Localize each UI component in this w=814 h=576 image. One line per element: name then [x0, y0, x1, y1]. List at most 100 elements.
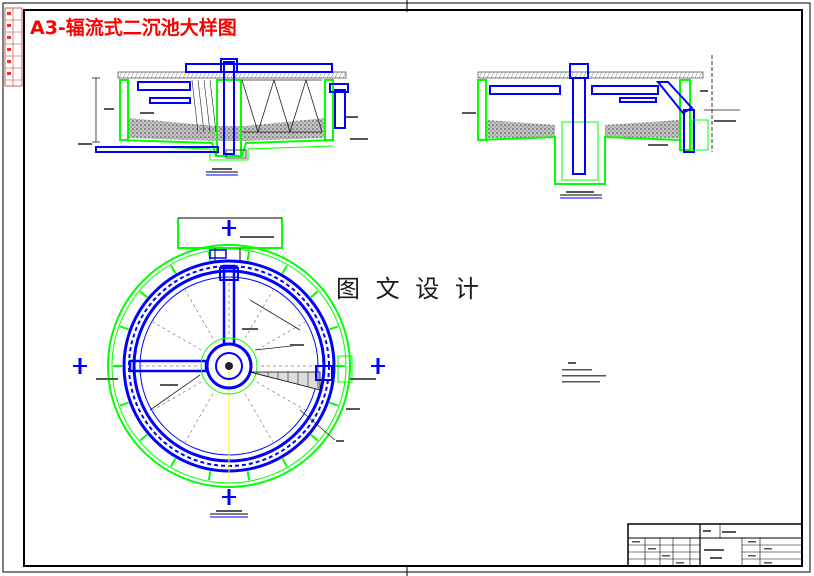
effluent-pipe-vertical	[683, 109, 695, 153]
hatch-line	[498, 71, 503, 79]
sludge-outlet-pipe	[95, 146, 219, 153]
sludge-layer-left	[486, 120, 555, 138]
walkway-band	[477, 71, 704, 79]
effluent-channel	[177, 218, 283, 249]
hatch-line	[674, 71, 679, 79]
label-mark	[104, 108, 114, 110]
title-block-mark	[764, 562, 772, 564]
hatch-line	[538, 71, 543, 79]
hatch-line	[558, 71, 563, 79]
hatch-line	[670, 71, 675, 79]
tank-outer-wall	[107, 244, 351, 488]
hatch-line	[598, 71, 603, 79]
hatch-line	[166, 71, 171, 79]
hatch-line	[510, 71, 515, 79]
hatch-line	[562, 71, 567, 79]
hatch-line	[542, 71, 547, 79]
hatch-line	[334, 71, 339, 79]
title-block-mark	[704, 549, 724, 551]
label-mark	[700, 90, 708, 92]
hatch-line	[146, 71, 151, 79]
hatch-line	[642, 71, 647, 79]
sludge-layer	[128, 118, 325, 141]
bridge-end-carriage	[315, 365, 333, 381]
center-column	[216, 79, 242, 157]
effluent-pipe	[334, 89, 346, 129]
title-block-mark	[648, 548, 656, 550]
weir-support-tick	[139, 434, 148, 442]
weir-supports	[113, 251, 345, 481]
title-block	[627, 523, 803, 567]
hatch-line	[638, 71, 643, 79]
notes-line-mark	[562, 375, 606, 377]
binding-strip-mark	[7, 72, 11, 75]
effluent-trough	[329, 83, 349, 93]
weir-support-tick	[329, 401, 339, 407]
hatch-line	[654, 71, 659, 79]
hatch-line	[610, 71, 615, 79]
title-block-mark	[632, 541, 640, 543]
hatch-line	[478, 71, 483, 79]
hatch-line	[158, 71, 163, 79]
effluent-pipe-diagonal	[655, 81, 694, 115]
hatch-line	[522, 71, 527, 79]
hatch-line	[694, 71, 699, 79]
section-marker-left	[73, 358, 87, 374]
label-mark	[78, 143, 92, 145]
weir-support-tick	[329, 325, 339, 331]
binding-strip-mark	[7, 12, 11, 15]
hatch-line	[666, 71, 671, 79]
section-marker-right	[371, 358, 385, 374]
center-inlet-pipe	[223, 61, 235, 155]
hatch-line	[142, 71, 147, 79]
hatch-line	[138, 71, 143, 79]
truss-diagonal	[289, 79, 307, 133]
center-well-outer	[200, 337, 258, 395]
hatch-line	[130, 71, 135, 79]
center-pipe	[215, 352, 243, 380]
view-label-mark	[212, 168, 232, 170]
truss-diagonal	[209, 79, 217, 133]
title-block-mark	[748, 541, 756, 543]
title-block-mark	[710, 557, 722, 559]
inlet-valve-box	[219, 267, 239, 281]
hatch-line	[330, 71, 335, 79]
weir-support-tick	[246, 471, 251, 481]
title-block-mark	[764, 548, 772, 550]
center-point	[225, 362, 233, 370]
hatch-line	[174, 71, 179, 79]
hatch-line	[506, 71, 511, 79]
weir-support-tick	[310, 290, 319, 298]
weir-support-tick	[170, 265, 177, 274]
hatch-line	[338, 71, 343, 79]
section-marker-top	[222, 220, 236, 236]
binding-strip-mark	[7, 48, 11, 51]
label-mark	[350, 138, 368, 140]
tank-base	[119, 145, 334, 161]
truss-diagonal	[203, 79, 211, 133]
outlet-well	[691, 119, 709, 151]
label-mark	[242, 328, 258, 330]
notes-line-mark	[562, 381, 600, 383]
scraper-truss	[191, 79, 323, 133]
hatch-line	[606, 71, 611, 79]
hatch-line	[178, 71, 183, 79]
hatch-line	[594, 71, 599, 79]
truss-diagonal	[241, 79, 259, 133]
hatch-line	[526, 71, 531, 79]
leader-line	[149, 374, 201, 411]
hatch-line	[682, 71, 687, 79]
label-mark	[346, 116, 358, 118]
hatch-line	[482, 71, 487, 79]
binding-strip-mark	[7, 36, 11, 39]
section-view-2	[462, 55, 740, 199]
hatch-line	[686, 71, 691, 79]
hatch-line	[554, 71, 559, 79]
hatch-line	[502, 71, 507, 79]
hatch-line	[342, 71, 347, 79]
weir-support-tick	[170, 458, 177, 467]
weir-support-tick	[119, 401, 129, 407]
title-block-mark	[703, 530, 711, 532]
hatch-line	[134, 71, 139, 79]
